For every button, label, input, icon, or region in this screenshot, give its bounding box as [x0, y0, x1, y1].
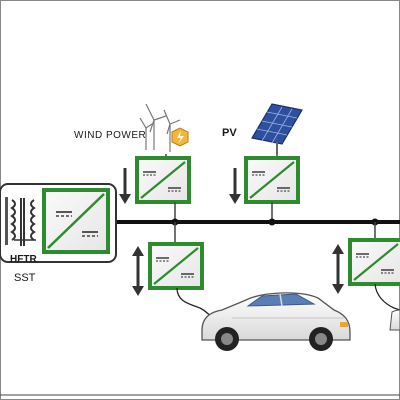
power-flow-arrow-icon	[332, 244, 344, 294]
power-flow-arrow-icon	[119, 168, 131, 204]
power-flow-arrow-icon	[229, 168, 241, 204]
sst-converter-diagonal	[47, 193, 105, 249]
wind-power-label: WIND POWER	[74, 130, 146, 141]
transformer-icon	[5, 197, 36, 246]
bus-node	[268, 218, 276, 226]
solar-panel-icon	[251, 103, 303, 154]
electric-car-icon	[201, 292, 351, 351]
power-flow-arrow-icon	[132, 246, 144, 296]
pv-label: PV	[222, 127, 237, 139]
charging-cable	[374, 283, 400, 311]
wind-turbine-icon	[139, 103, 181, 152]
electric-car-icon	[389, 309, 400, 331]
lightning-hexagon-icon	[171, 127, 189, 147]
sst-label: SST	[14, 272, 36, 284]
hftr-label: HFTR	[10, 254, 37, 265]
sst-block	[0, 183, 117, 263]
